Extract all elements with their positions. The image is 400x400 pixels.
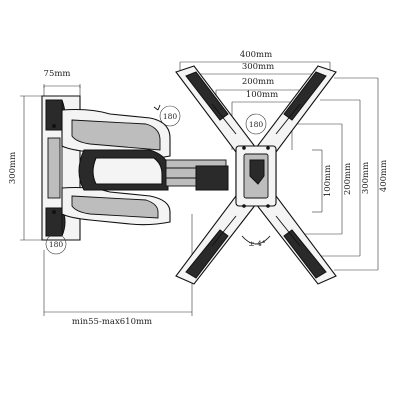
plate-width-label: 75mm [44, 69, 71, 79]
vesa-h-300-label: 300mm [242, 62, 274, 72]
vesa-v-300-label: 300mm [361, 162, 371, 194]
vesa-v-200-label: 200mm [343, 163, 353, 195]
tilt-label: ± 4° [248, 239, 265, 248]
lower-arm-rotation-label: 180 [49, 240, 64, 249]
lower-arm-rotation: 180 [45, 233, 67, 255]
upper-arm-rotation-label: 180 [163, 112, 178, 121]
wall-plate-height-dimension: 300mm [8, 95, 42, 241]
plate-height-label: 300mm [8, 152, 18, 184]
vesa-h-100-label: 100mm [246, 90, 278, 100]
extension-label: min55-max610mm [72, 317, 152, 327]
articulating-arms [61, 108, 229, 226]
vesa-v-400-label: 400mm [379, 160, 389, 192]
vesa-h-400-label: 400mm [240, 50, 272, 60]
upper-arm-rotation: 180 [153, 104, 181, 127]
vesa-v-100-label: 100mm [323, 165, 333, 197]
vesa-x-bracket [175, 65, 337, 285]
vesa-h-200-label: 200mm [242, 77, 274, 87]
tv-rotation-label: 180 [249, 120, 264, 129]
tv-rotation-marker: 180 [245, 113, 267, 135]
tilt-marker: ± 4° [241, 235, 271, 248]
